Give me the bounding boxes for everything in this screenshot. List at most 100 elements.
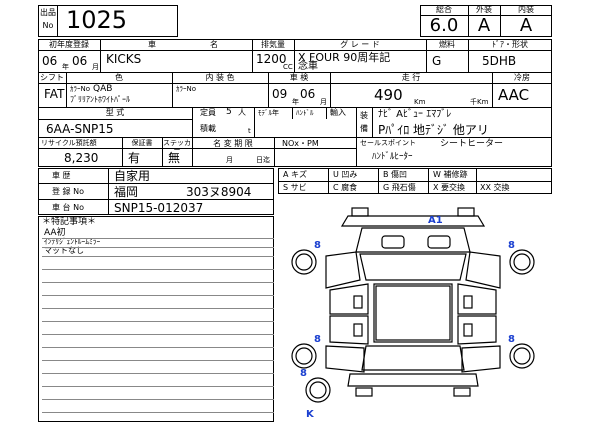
grade-line1: X FOUR 90周年記 [298, 51, 391, 64]
tire-rr-shape [509, 343, 535, 369]
car-diagram: A1 8 8 8 8 8 K [291, 207, 535, 420]
registration-number: 303ヌ8904 [186, 185, 252, 199]
note-line-3: マットなし [44, 246, 84, 255]
rear-right-quarter-shape [461, 345, 501, 373]
sales-point-2: ﾊﾝﾄﾞﾙﾋｰﾀｰ [372, 152, 413, 162]
chassis-label: 車 台 No [52, 203, 84, 212]
grade-label: グ レ ー ド [340, 40, 380, 49]
door-label: ﾄﾞｱ・形状 [492, 40, 528, 49]
import-label: 輸入 [330, 108, 346, 117]
rear-glass-shape [361, 345, 465, 371]
note-line-2: ｲﾝﾃﾘｼﾞｪﾝﾄﾙｰﾑﾐﾗｰ [44, 237, 101, 246]
warranty-label: 保証書 [131, 139, 153, 147]
legend-w: W 補修跡 [433, 170, 468, 179]
legend-u: U 凹み [333, 170, 358, 179]
fuel-label: 燃料 [439, 40, 455, 49]
score-v2 [500, 5, 501, 37]
shift: FAT [44, 87, 65, 101]
rear-bumper-shape [347, 373, 479, 387]
history-value: 自家用 [114, 169, 151, 183]
lot-label-bottom: No [42, 21, 54, 30]
legend-c: C 腐食 [333, 183, 358, 192]
door-handle-rr-shape [463, 323, 473, 337]
registration-label: 登 録 No [52, 187, 84, 196]
roof-outline-shape [373, 283, 453, 343]
door-handle-fl-shape [353, 295, 363, 309]
legend-s: S サビ [283, 183, 307, 192]
front-left-lamp-shape [351, 207, 369, 217]
windshield-shape [359, 253, 467, 281]
score-divider [420, 15, 552, 16]
door-shape: 5DHB [482, 54, 517, 68]
spare-tire-shape [305, 377, 331, 403]
disp-label: 排気量 [261, 40, 285, 49]
load-label: 積載 [200, 124, 216, 133]
registration-box [38, 168, 274, 215]
score-int-label: 内装 [518, 5, 534, 14]
equip-label-bottom: 備 [360, 124, 368, 133]
sticker: 無 [168, 151, 181, 165]
rear-right-door-shape [457, 315, 497, 345]
car-label: 車 [148, 40, 156, 49]
sales-point-label: セールスポイント [360, 139, 416, 147]
inspect-year-unit: 年 [292, 98, 299, 106]
tire-fr-value: 8 [508, 240, 515, 251]
rear-right-lamp-shape [453, 387, 471, 397]
front-left-door-shape [329, 283, 369, 315]
score-total: 6.0 [429, 15, 459, 36]
rear-left-lamp-shape [355, 387, 373, 397]
capacity-label: 定員 [200, 108, 216, 117]
notes-header: ＊特記事項＊ [42, 217, 97, 227]
legend-a: A キズ [283, 170, 308, 179]
front-right-door-shape [457, 283, 497, 315]
chassis-number: SNP15-012037 [114, 201, 204, 215]
score-int: A [519, 15, 533, 36]
tire-rl-shape [291, 343, 317, 369]
notes-box [38, 216, 274, 422]
tire-fr-shape [509, 249, 535, 275]
mileage: 490 [374, 86, 403, 104]
color-name: ﾌﾞﾘﾘｱﾝﾄﾎﾜｲﾄﾊﾟｰﾙ [70, 95, 130, 104]
ac-label: 冷房 [514, 73, 530, 82]
lot-number: 1025 [66, 6, 128, 34]
legend-b: B 傷凹 [383, 170, 408, 179]
score-ext: A [477, 15, 491, 36]
name-change-month: 月 [226, 156, 233, 164]
inspect-label: 車 検 [289, 73, 309, 82]
int-color-no-label: ｶﾗｰNo [176, 85, 197, 93]
name-change-day: 日迄 [256, 156, 270, 164]
handle-label: ﾊﾝﾄﾞﾙ [296, 109, 314, 117]
lot-label-top: 出品 [40, 8, 56, 17]
spare-tire-code: K [306, 409, 315, 420]
tire-fl-value: 8 [314, 240, 321, 251]
name-label: 名 [210, 40, 218, 49]
lot-label-cell [38, 5, 58, 37]
recycle-label: リサイクル預託額 [41, 139, 97, 147]
model-change-label: ﾓﾃﾞﾙ年 [258, 109, 279, 117]
legend-g: G 飛石傷 [383, 183, 416, 192]
shift-label: シフト [40, 73, 64, 82]
hood-shape [355, 227, 471, 253]
history-label: 車 歴 [52, 171, 71, 180]
hood-mark-shape [381, 235, 405, 249]
tire-rl-value: 8 [314, 334, 321, 345]
roof-shape [375, 285, 451, 341]
color-no-label: ｶﾗｰNo [70, 85, 91, 93]
displacement: 1200 [256, 52, 287, 66]
rear-left-door-shape [329, 315, 369, 345]
door-handle-fr-shape [463, 295, 473, 309]
registration-area: 福岡 [114, 185, 139, 199]
front-right-fender-shape [465, 251, 501, 289]
int-color-label: 内 装 色 [205, 73, 235, 82]
capacity-unit: 人 [238, 108, 246, 117]
first-reg-month-unit: 月 [92, 63, 99, 71]
note-line-1: AA初 [44, 228, 66, 238]
equip-label-top: 装 [360, 111, 368, 120]
equip-line2: Pﾊﾟｲﾛ 地ﾃﾞｼﾞ 他アリ [378, 123, 489, 137]
mileage-label: 走 行 [401, 73, 421, 82]
hood-mark-shape-2 [427, 235, 451, 249]
car-name: KICKS [106, 52, 142, 66]
grade-line2: 念車 [298, 61, 318, 72]
rear-left-quarter-shape [325, 345, 365, 373]
